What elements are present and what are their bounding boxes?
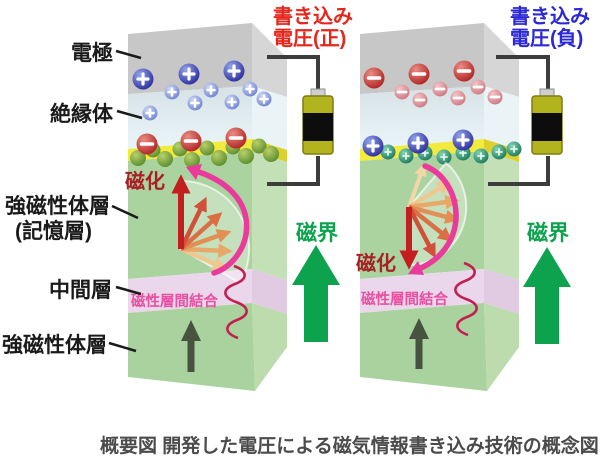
right-device-block: 磁化 磁性層間結合 [356,23,522,391]
ion-sphere-icon [130,150,146,166]
fan-arrow [180,243,233,258]
electrode-layer-side [252,23,287,97]
field-arrow-icon [292,245,340,342]
field-arrow-shape [292,245,340,342]
battery-band [532,113,562,141]
battery-icon [531,88,563,155]
fan-arrow [180,246,228,271]
rotation-arrow-icon [418,163,459,271]
negative-charges-group [363,60,503,108]
coupling-wave-icon [454,261,478,337]
memory-layer-label-line2: (記憶層) [15,219,92,243]
spin-up-arrow-icon [409,318,429,369]
field-label: 磁界 [527,221,569,245]
fan-arrow [407,205,453,242]
coupling-wave-icon [224,264,248,340]
middle-layer-label: 中間層 [49,279,112,302]
ion-sphere-icon [184,152,200,168]
field-label: 磁界 [296,221,338,245]
fan-arrow [179,212,223,251]
electrode-layer-side [484,23,519,97]
positive-charges-group [132,60,272,121]
memory-layer-label-line [111,204,139,220]
memory-layer-label-line1: 強磁性体層 [5,194,110,218]
middle-layer [360,269,484,313]
insulator-label: 絶縁体 [50,102,114,126]
positive-charges-group [362,129,474,157]
fan-arrow [180,229,232,252]
magnetization-label: 磁化 [125,169,165,193]
write-voltage-positive-label-line2: 電圧(正) [273,27,346,50]
ion-sphere-icon [238,148,254,164]
insulator-layer [128,86,252,149]
wire [488,55,550,186]
bottom-layer-label: 強磁性体層 [2,333,107,357]
fan-arrow [408,195,460,210]
electrode-layer [128,23,252,94]
electrode-layer [360,23,484,94]
negative-charges-group [136,127,247,155]
battery-icon [302,88,334,155]
rotation-arrow-icon [196,169,250,276]
memory-layer-side [252,151,287,280]
fan-arrow [178,196,207,250]
wire [267,55,320,186]
field-arrow-shape [523,247,571,344]
bottom-layer [360,303,487,391]
left-device-block: 磁化 磁性層間結合 [125,23,287,391]
ion-sphere-icon [211,150,227,166]
ion-sphere-icon [199,140,215,156]
bottom-layer-side [252,303,287,391]
spin-up-arrow-icon [181,320,201,372]
write-voltage-negative-label-line2: 電圧(負) [510,26,583,50]
electrode-label-line [115,49,142,60]
fan-arrow [408,204,460,224]
bottom-layer-label-line [108,341,137,353]
rotation-arrow-head [186,164,202,180]
coupling-label: 磁性層間結合 [131,292,218,310]
spin-arrow-head [409,318,429,339]
electrode-label: 電極 [71,41,113,65]
middle-layer-side [252,269,287,314]
middle-layer-side [484,269,519,314]
memory-layer-side [484,151,519,280]
insulator-label-line [116,109,143,120]
figure-caption: 概要図 開発した電圧による磁気情報書き込み技術の概念図 [100,434,599,457]
fan-arrow [407,205,436,259]
write-voltage-positive-label-line1: 書き込み [273,5,353,28]
bottom-layer-side [484,303,519,391]
middle-layer [128,269,252,313]
battery-band [303,113,333,141]
magnetization-label: 磁化 [356,251,396,275]
ion-sphere-icon [251,138,267,154]
middle-layer-label-line [115,285,142,296]
rotation-arrow-head [408,261,424,275]
field-arrow-icon [523,247,571,344]
magnetization-fan-icon [399,161,468,275]
write-voltage-negative-label-line1: 書き込み [510,5,590,28]
coupling-label: 磁性層間結合 [361,290,448,308]
interface-ion-group [130,138,279,168]
spin-arrow-head [181,320,201,341]
fan-arrow [407,181,452,209]
ion-sphere-icon [263,146,279,162]
fan-arrow [407,163,427,208]
magnetization-fan-icon [171,164,251,285]
ion-sphere-icon [157,151,173,167]
